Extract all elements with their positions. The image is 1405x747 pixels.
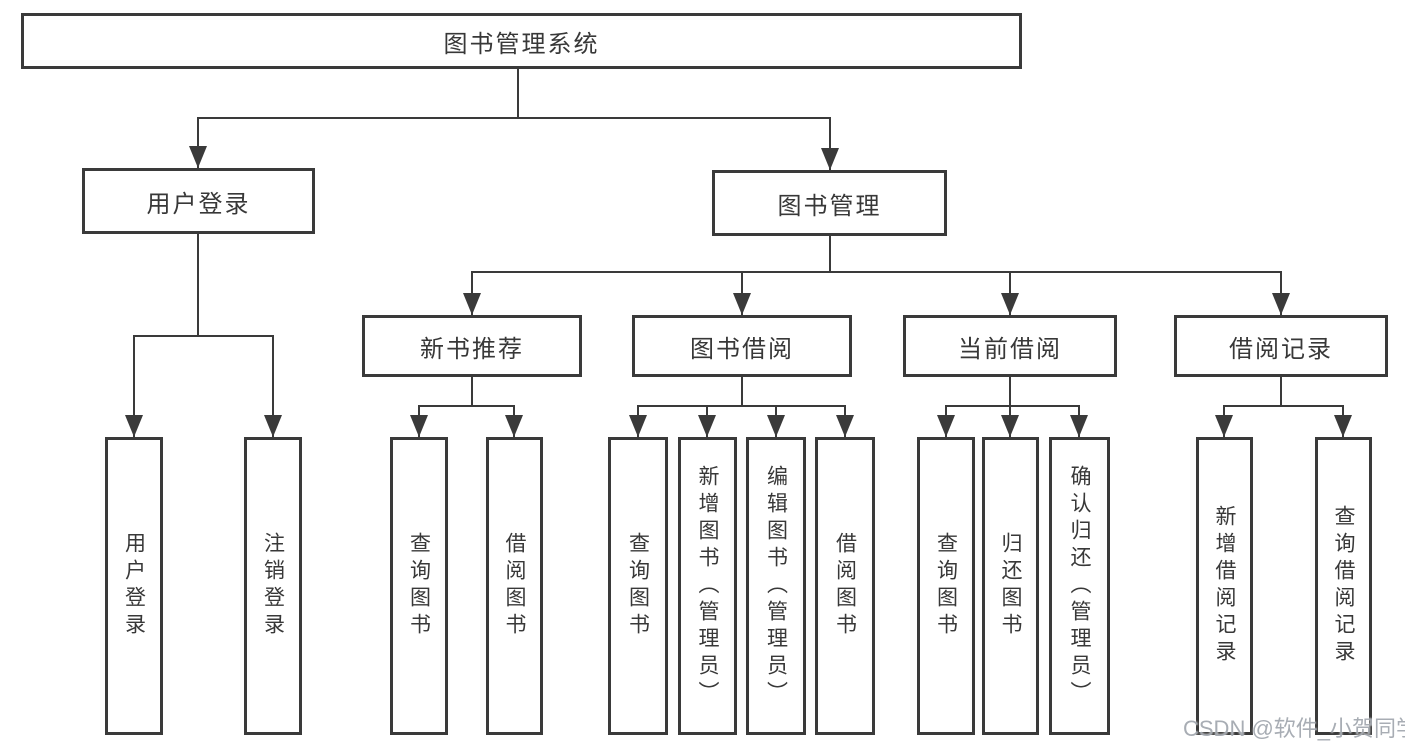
connector-arrow-query-borrow-record bbox=[1334, 405, 1352, 437]
connector-arrow-borrow-book-2 bbox=[836, 405, 854, 437]
connector-arrow-add-book bbox=[698, 405, 716, 437]
watermark: CSDN @软件_小贺同学 bbox=[1183, 716, 1405, 741]
leaf-query-borrow-record: 查询借阅记录 bbox=[1315, 437, 1372, 735]
connector-borrow-records-rail bbox=[1223, 405, 1344, 407]
leaf-query-book-borrow: 查询图书 bbox=[608, 437, 668, 735]
connector-arrow-book-borrow bbox=[733, 271, 751, 315]
connector-book-management-stem bbox=[829, 236, 831, 273]
connector-arrow-query-book-1 bbox=[410, 405, 428, 437]
connector-root-stem bbox=[517, 69, 519, 119]
leaf-borrow-book-recommend: 借阅图书 bbox=[486, 437, 543, 735]
leaf-user-login: 用户登录 bbox=[105, 437, 163, 735]
connector-arrow-query-book-2 bbox=[629, 405, 647, 437]
connector-arrow-leaf-logout bbox=[264, 335, 282, 437]
connector-user-login-rail bbox=[133, 335, 274, 337]
leaf-add-borrow-record: 新增借阅记录 bbox=[1196, 437, 1253, 735]
connector-arrow-add-borrow-record bbox=[1215, 405, 1233, 437]
leaf-confirm-return-admin: 确认归还（管理员） bbox=[1049, 437, 1110, 735]
connector-book-management-rail bbox=[471, 271, 1282, 273]
connector-new-book-recommend-stem bbox=[471, 377, 473, 407]
leaf-return-book: 归还图书 bbox=[982, 437, 1039, 735]
leaf-edit-book-admin: 编辑图书（管理员） bbox=[746, 437, 806, 735]
node-book-management: 图书管理 bbox=[712, 170, 947, 236]
connector-arrow-borrow-book-1 bbox=[505, 405, 523, 437]
connector-book-borrow-rail bbox=[637, 405, 846, 407]
connector-user-login-stem bbox=[197, 234, 199, 337]
connector-arrow-confirm-return bbox=[1070, 405, 1088, 437]
connector-arrow-new-book-recommend bbox=[463, 271, 481, 315]
connector-arrow-current-borrow bbox=[1001, 271, 1019, 315]
connector-arrow-user-login bbox=[189, 117, 207, 168]
connector-arrow-book-management bbox=[821, 117, 839, 170]
leaf-borrow-book: 借阅图书 bbox=[815, 437, 875, 735]
node-current-borrow: 当前借阅 bbox=[903, 315, 1117, 377]
connector-arrow-return-book bbox=[1001, 405, 1019, 437]
leaf-logout: 注销登录 bbox=[244, 437, 302, 735]
connector-current-borrow-rail bbox=[945, 405, 1080, 407]
connector-current-borrow-stem bbox=[1009, 377, 1011, 407]
node-borrow-records: 借阅记录 bbox=[1174, 315, 1388, 377]
node-book-borrow: 图书借阅 bbox=[632, 315, 852, 377]
leaf-query-book-recommend: 查询图书 bbox=[390, 437, 448, 735]
connector-arrow-query-book-3 bbox=[937, 405, 955, 437]
connector-arrow-borrow-records bbox=[1272, 271, 1290, 315]
connector-new-book-recommend-rail bbox=[418, 405, 515, 407]
connector-borrow-records-stem bbox=[1280, 377, 1282, 407]
connector-root-rail bbox=[198, 117, 831, 119]
node-new-book-recommend: 新书推荐 bbox=[362, 315, 582, 377]
leaf-add-book-admin: 新增图书（管理员） bbox=[678, 437, 737, 735]
connector-arrow-edit-book bbox=[767, 405, 785, 437]
connector-book-borrow-stem bbox=[741, 377, 743, 407]
leaf-query-book-current: 查询图书 bbox=[917, 437, 975, 735]
node-library-management-system: 图书管理系统 bbox=[21, 13, 1022, 69]
node-user-login: 用户登录 bbox=[82, 168, 315, 234]
connector-arrow-leaf-user-login bbox=[125, 335, 143, 437]
